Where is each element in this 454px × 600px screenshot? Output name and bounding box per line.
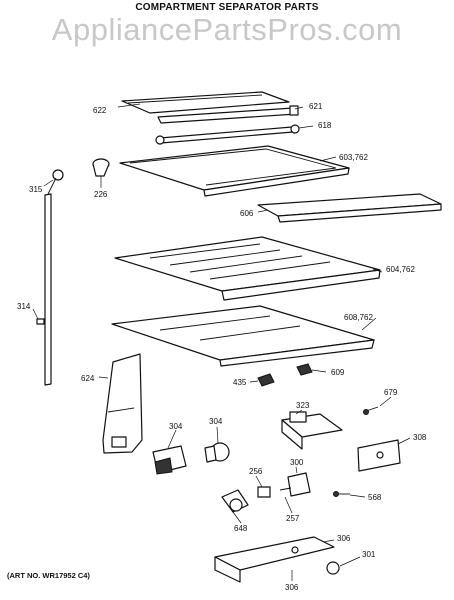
callout-606: 606 — [240, 209, 254, 218]
diagram-title: COMPARTMENT SEPARATOR PARTS — [135, 2, 319, 13]
part-618-rod — [155, 124, 300, 145]
callout-624: 624 — [81, 374, 95, 383]
callout-301: 301 — [362, 550, 376, 559]
callout-604-762: 604,762 — [386, 265, 415, 274]
callout-306-top: 306 — [337, 534, 351, 543]
callout-256: 256 — [249, 467, 263, 476]
callout-226: 226 — [94, 190, 108, 199]
callout-609: 609 — [331, 368, 345, 377]
callout-308: 308 — [413, 433, 427, 442]
callout-306-bottom: 306 — [285, 583, 299, 592]
callout-648: 648 — [234, 524, 248, 533]
callout-618: 618 — [318, 121, 332, 130]
part-568-screw — [333, 491, 350, 497]
callout-435: 435 — [233, 378, 247, 387]
part-435 — [257, 373, 275, 387]
callout-622: 622 — [93, 106, 107, 115]
part-603-shelf — [119, 145, 350, 197]
part-226-plug — [92, 158, 110, 177]
part-314-clip — [36, 318, 45, 325]
leader-lines — [32, 103, 411, 581]
part-308-plate — [357, 439, 401, 472]
part-624-panel — [102, 353, 143, 454]
part-300 — [279, 472, 311, 497]
part-323-bracket — [281, 411, 343, 450]
callout-304-right: 304 — [209, 417, 223, 426]
part-304-knob — [204, 442, 230, 463]
callout-315: 315 — [29, 185, 43, 194]
art-number: (ART NO. WR17952 C4) — [7, 571, 90, 580]
callout-621: 621 — [309, 102, 323, 111]
part-306-housing — [214, 536, 335, 583]
part-304-housing — [152, 445, 187, 475]
part-608-tray — [111, 305, 375, 367]
callout-257: 257 — [286, 514, 300, 523]
part-301-knob — [326, 561, 340, 575]
callout-568: 568 — [368, 493, 382, 502]
part-609 — [296, 363, 313, 376]
part-648-motor — [221, 489, 249, 513]
part-679-screw — [363, 406, 379, 415]
callout-603-762: 603,762 — [339, 153, 368, 162]
callout-304-left: 304 — [169, 422, 183, 431]
part-604-tray — [114, 236, 381, 301]
callout-300: 300 — [290, 458, 304, 467]
part-622-channel — [121, 91, 290, 114]
part-315-bar — [44, 169, 64, 386]
part-606-trim — [257, 193, 442, 223]
callout-314: 314 — [17, 302, 31, 311]
watermark: AppliancePartsPros.com — [51, 12, 403, 47]
callout-679: 679 — [384, 388, 398, 397]
part-621-rail — [157, 105, 299, 124]
callout-323: 323 — [296, 401, 310, 410]
callout-608-762: 608,762 — [344, 313, 373, 322]
part-256 — [257, 486, 271, 498]
